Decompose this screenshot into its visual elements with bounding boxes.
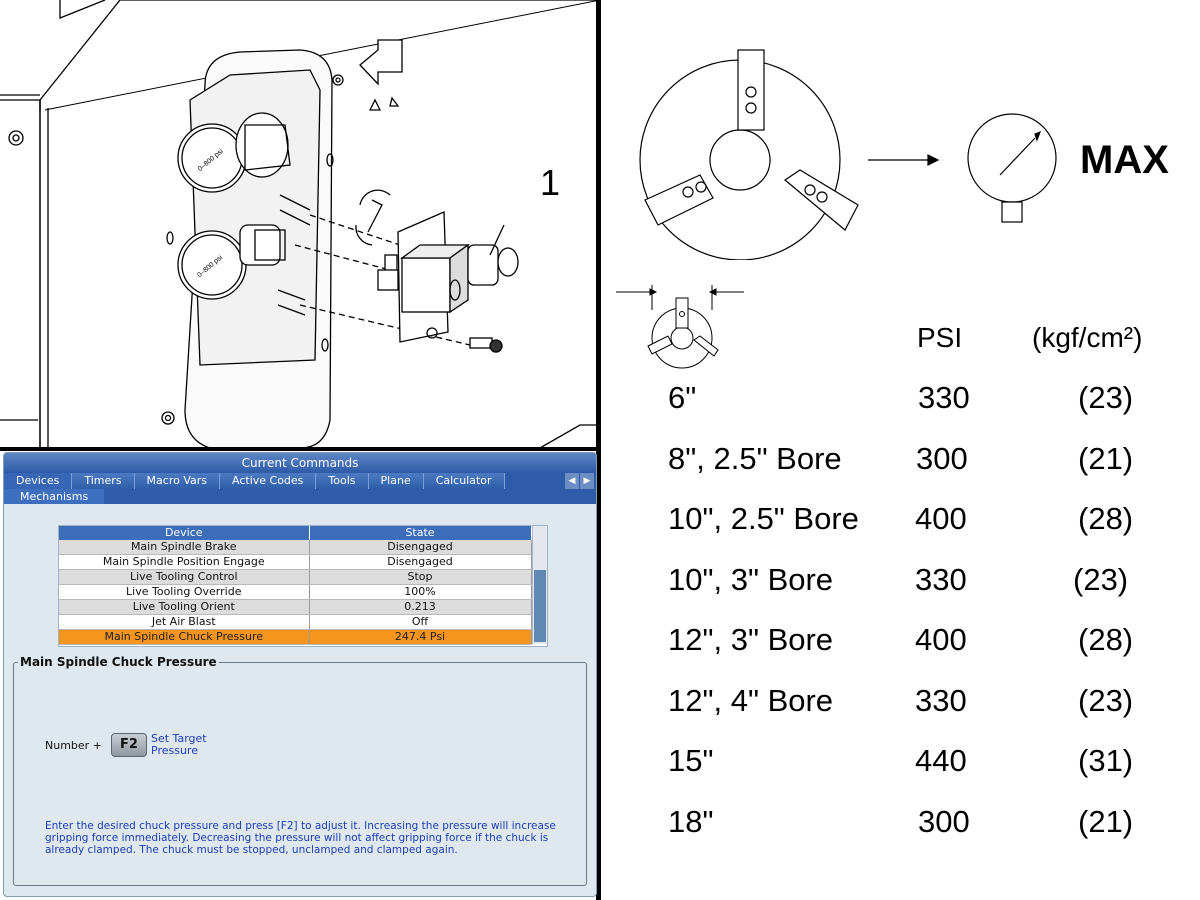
vertical-divider: [596, 0, 601, 900]
table-row[interactable]: Main Spindle Brake Disengaged: [59, 540, 532, 555]
row-size: 10", 2.5" Bore: [668, 501, 859, 536]
state-cell: Disengaged: [309, 540, 532, 555]
row-psi: 300: [918, 804, 970, 839]
tab-scroll-right-icon[interactable]: ▶: [580, 473, 594, 489]
tab-bar: Devices Timers Macro Vars Active Codes T…: [4, 473, 596, 489]
row-psi: 440: [915, 743, 967, 778]
chuck-pressure-detail-box: Main Spindle Chuck Pressure Number + F2 …: [13, 655, 587, 886]
state-cell: 0.213: [309, 599, 532, 615]
state-cell: 100%: [309, 584, 532, 600]
table-row-selected[interactable]: Main Spindle Chuck Pressure 247.4 Psi: [59, 629, 532, 645]
device-cell: Live Tooling Control: [59, 569, 310, 585]
regulator-installation-illustration: 0–800 psi 0–800 psi 1: [0, 0, 600, 448]
row-psi: 400: [915, 622, 967, 657]
row-size: 8", 2.5" Bore: [668, 441, 842, 476]
tab-plane[interactable]: Plane: [368, 473, 424, 489]
row-psi: 330: [915, 562, 967, 597]
state-cell: Disengaged: [309, 554, 532, 570]
row-kgf: (21): [1078, 804, 1134, 839]
device-cell: Jet Air Blast: [59, 614, 310, 630]
table-row[interactable]: Live Tooling Control Stop: [59, 569, 532, 585]
callout-number: 1: [540, 162, 560, 203]
state-cell: 247.4 Psi: [309, 629, 532, 645]
device-table: Device State Main Spindle Brake Disengag…: [59, 526, 532, 645]
subtab-mechanisms[interactable]: Mechanisms: [4, 489, 105, 504]
row-psi: 400: [915, 501, 967, 536]
chuck-to-gauge-diagram: [639, 49, 1057, 260]
row-kgf: (28): [1078, 622, 1134, 657]
row-kgf: (31): [1078, 743, 1134, 778]
tab-macro-vars[interactable]: Macro Vars: [134, 473, 220, 489]
window-title: Current Commands: [4, 453, 596, 473]
table-scrollbar-thumb[interactable]: [534, 570, 546, 642]
state-cell: Stop: [309, 569, 532, 585]
row-size: 18": [668, 804, 714, 839]
detail-title: Main Spindle Chuck Pressure: [18, 655, 219, 669]
current-commands-window: Current Commands Devices Timers Macro Va…: [3, 452, 597, 897]
chuck-size-diagram: [616, 285, 744, 369]
device-cell: Main Spindle Brake: [59, 540, 310, 555]
horizontal-divider: [0, 447, 598, 451]
device-cell: Main Spindle Chuck Pressure: [59, 629, 310, 645]
tab-active-codes[interactable]: Active Codes: [220, 473, 317, 489]
f2-key-button[interactable]: F2: [111, 733, 147, 757]
row-psi: 330: [915, 683, 967, 718]
tab-calculator[interactable]: Calculator: [423, 473, 505, 489]
column-header-device[interactable]: Device: [59, 526, 310, 540]
row-size: 15": [668, 743, 714, 778]
tab-tools[interactable]: Tools: [316, 473, 369, 489]
device-cell: Live Tooling Orient: [59, 599, 310, 615]
row-psi: 330: [918, 380, 970, 415]
row-kgf: (21): [1078, 441, 1134, 476]
table-scrollbar[interactable]: [532, 526, 547, 644]
row-kgf: (23): [1078, 683, 1134, 718]
f2-key-description: Set Target Pressure: [151, 732, 207, 757]
number-plus-label: Number +: [45, 739, 102, 752]
table-row[interactable]: Live Tooling Override 100%: [59, 584, 532, 600]
tab-scroll-left-icon[interactable]: ◀: [565, 473, 579, 489]
tab-devices[interactable]: Devices: [4, 473, 73, 489]
device-cell: Main Spindle Position Engage: [59, 554, 310, 570]
device-cell: Live Tooling Override: [59, 584, 310, 600]
row-size: 6": [668, 380, 697, 415]
table-row[interactable]: Jet Air Blast Off: [59, 614, 532, 630]
row-kgf: (23): [1073, 562, 1129, 597]
table-row[interactable]: Live Tooling Orient 0.213: [59, 599, 532, 615]
tab-timers[interactable]: Timers: [72, 473, 135, 489]
row-kgf: (28): [1078, 501, 1134, 536]
header-psi: PSI: [917, 322, 963, 353]
max-pressure-label: MAX: [1080, 138, 1169, 182]
column-header-state[interactable]: State: [309, 526, 532, 540]
table-row[interactable]: Main Spindle Position Engage Disengaged: [59, 554, 532, 570]
header-kgf: (kgf/cm²): [1032, 322, 1143, 353]
row-size: 12", 3" Bore: [668, 622, 834, 657]
row-psi: 300: [916, 441, 968, 476]
row-size: 10", 3" Bore: [668, 562, 834, 597]
row-size: 12", 4" Bore: [668, 683, 834, 718]
tab-scroll-controls: ◀ ▶: [565, 473, 594, 489]
help-text: Enter the desired chuck pressure and pre…: [45, 820, 556, 856]
state-cell: Off: [309, 614, 532, 630]
subtab-bar: Mechanisms: [4, 489, 596, 504]
row-kgf: (23): [1078, 380, 1134, 415]
device-table-container: Device State Main Spindle Brake Disengag…: [58, 525, 548, 647]
